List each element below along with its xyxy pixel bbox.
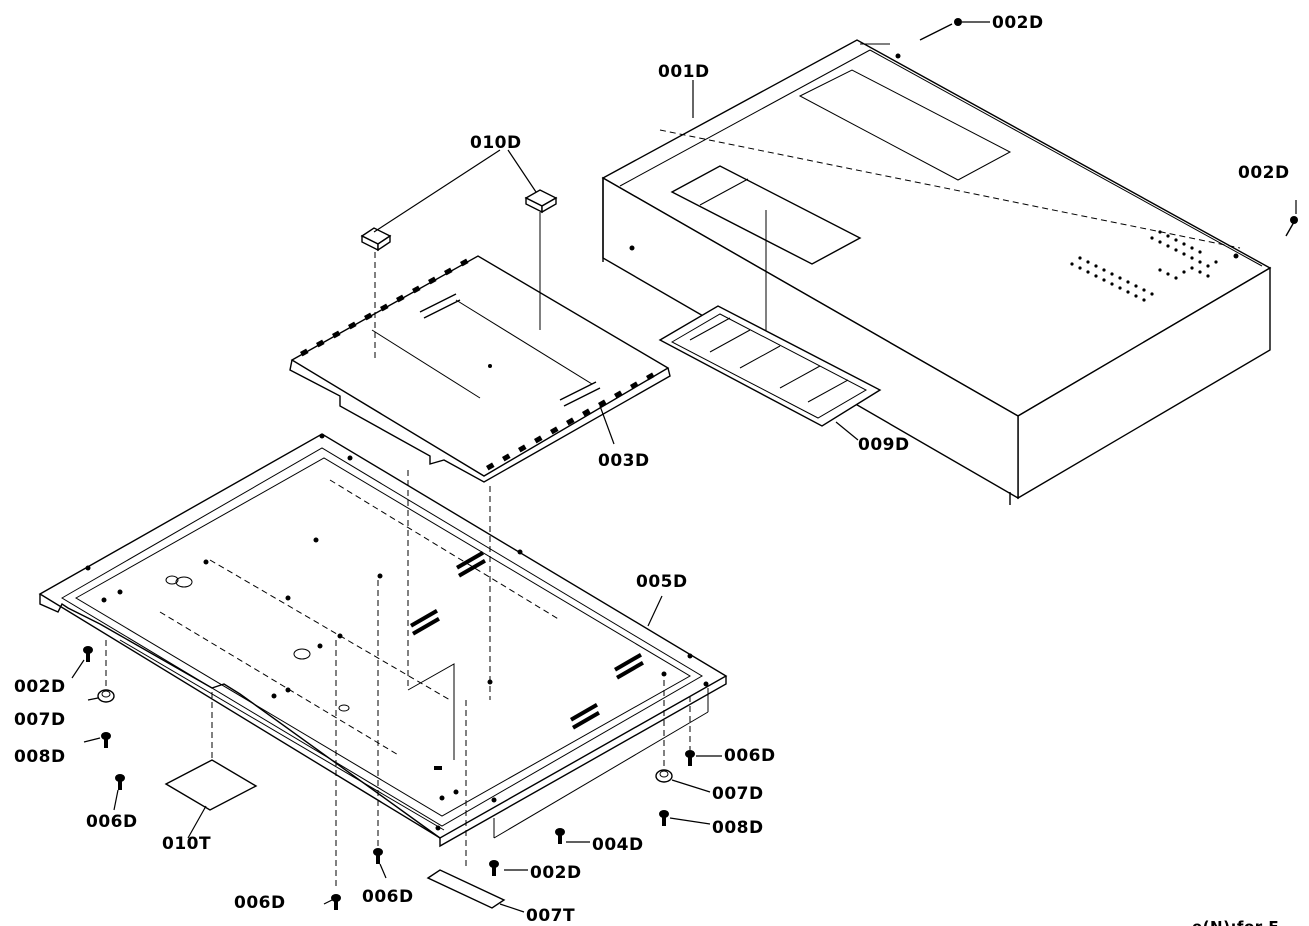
label-002d-right: 002D [1238, 163, 1290, 183]
label-strip-007t [426, 869, 506, 909]
shield-plate-003d [289, 255, 671, 483]
screw-002d-bottom [489, 860, 499, 876]
label-005d: 005D [636, 572, 688, 592]
chassis-holes [85, 433, 709, 831]
screw-002d-right [1285, 216, 1298, 237]
part-labels: 002D 001D 010D 002D 003D 009D 005D 002D … [14, 13, 1290, 926]
screw-004d [555, 828, 565, 844]
label-010d: 010D [470, 133, 522, 153]
foot-007d-left [97, 689, 115, 703]
label-006d-bottom2: 006D [362, 887, 414, 907]
screw-002d-top [919, 18, 962, 41]
label-006d-right: 006D [724, 746, 776, 766]
label-006d-bottom1: 006D [234, 893, 286, 913]
screw-002d-left [83, 646, 93, 662]
chassis-slots [410, 551, 644, 730]
screw-008d-left [101, 732, 111, 748]
label-001d: 001D [658, 62, 710, 82]
screw-008d-right [659, 810, 669, 826]
label-002d-left: 002D [14, 677, 66, 697]
label-007d-right: 007D [712, 784, 764, 804]
label-009d: 009D [858, 435, 910, 455]
fasteners [83, 18, 1298, 910]
chassis-base-005d [38, 433, 728, 848]
blocks-010d [360, 189, 558, 360]
label-008d-right: 008D [712, 818, 764, 838]
screw-006d-bottom2 [373, 848, 383, 864]
label-002d-bottom: 002D [530, 863, 582, 883]
screw-006d-left [115, 774, 125, 790]
label-004d: 004D [592, 835, 644, 855]
label-006d-left: 006D [86, 812, 138, 832]
foot-007d-right [655, 769, 673, 783]
top-cover-001d [601, 39, 1272, 505]
label-007d-left: 007D [14, 710, 66, 730]
label-010t: 010T [162, 834, 211, 854]
label-plate-010t [164, 759, 258, 811]
screw-006d-bottom1 [331, 894, 341, 910]
label-003d: 003D [598, 451, 650, 471]
screw-006d-right [685, 750, 695, 766]
vent-grille [1070, 230, 1218, 302]
shield-teeth [299, 258, 655, 471]
label-008d-left: 008D [14, 747, 66, 767]
label-007t: 007T [526, 906, 575, 926]
footer-text: e(N):for E [1192, 918, 1279, 926]
panel-009d [658, 305, 882, 427]
label-002d-top: 002D [992, 13, 1044, 33]
leader-lines [71, 21, 1297, 913]
